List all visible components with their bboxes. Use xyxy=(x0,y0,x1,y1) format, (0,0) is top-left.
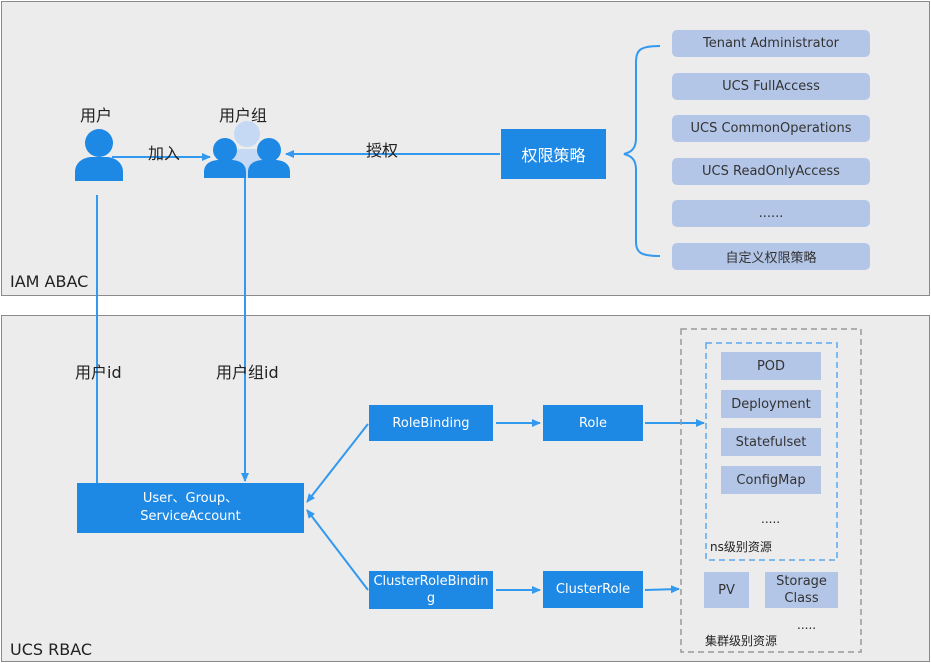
ns-resource-item: Statefulset xyxy=(721,428,821,456)
policy-item: UCS ReadOnlyAccess xyxy=(672,158,870,185)
clusterrolebinding-line1: ClusterRoleBindin xyxy=(373,574,489,589)
policy-item: UCS FullAccess xyxy=(672,73,870,100)
policy-item: 自定义权限策略 xyxy=(672,243,870,270)
role-box: Role xyxy=(543,405,643,441)
user-group-icon xyxy=(204,121,290,178)
policy-item: ...... xyxy=(672,200,870,227)
storage-class-box: Storage Class xyxy=(765,572,838,608)
rolebinding-to-subject-arrow xyxy=(306,423,369,503)
storage-class-line2: Class xyxy=(784,591,819,606)
storage-class-line1: Storage xyxy=(776,574,827,589)
ns-resource-item: ConfigMap xyxy=(721,466,821,494)
subject-line1: User、Group、 xyxy=(142,491,239,506)
user-group-label: 用户组 xyxy=(219,106,268,125)
cluster-resources-box xyxy=(680,328,862,653)
user-label: 用户 xyxy=(80,106,113,125)
clusterrolebinding-box: ClusterRoleBindin g xyxy=(369,571,493,609)
clusterrolebinding-line2: g xyxy=(426,591,436,606)
policy-brace xyxy=(623,45,661,257)
ns-resource-item: POD xyxy=(721,352,821,380)
iam-abac-title: IAM ABAC xyxy=(10,272,89,291)
clusterrole-to-cluster-arrow xyxy=(644,585,680,594)
join-label: 加入 xyxy=(148,144,181,163)
clusterrole-box: ClusterRole xyxy=(543,571,643,608)
ucs-rbac-title: UCS RBAC xyxy=(10,640,93,659)
subject-line2: ServiceAccount xyxy=(140,509,241,524)
policy-item: UCS CommonOperations xyxy=(672,115,870,142)
ns-resources-label: ns级别资源 xyxy=(710,540,772,554)
ns-resource-item: Deployment xyxy=(721,390,821,418)
user-id-label: 用户id xyxy=(75,363,122,382)
rolebinding-box: RoleBinding xyxy=(369,405,493,441)
user-icon xyxy=(75,129,123,181)
authorize-label: 授权 xyxy=(366,141,399,160)
subject-box: User、Group、 ServiceAccount xyxy=(77,483,304,533)
cluster-resources-label: 集群级别资源 xyxy=(705,634,778,648)
policy-item: Tenant Administrator xyxy=(672,30,870,57)
ns-more: ..... xyxy=(761,512,781,526)
cluster-more: ..... xyxy=(797,618,817,632)
pv-box: PV xyxy=(704,572,749,608)
policy-box: 权限策略 xyxy=(501,129,606,179)
clusterrolebinding-to-subject-arrow xyxy=(306,509,369,591)
group-id-label: 用户组id xyxy=(216,363,279,382)
ns-resources-box xyxy=(705,342,838,561)
